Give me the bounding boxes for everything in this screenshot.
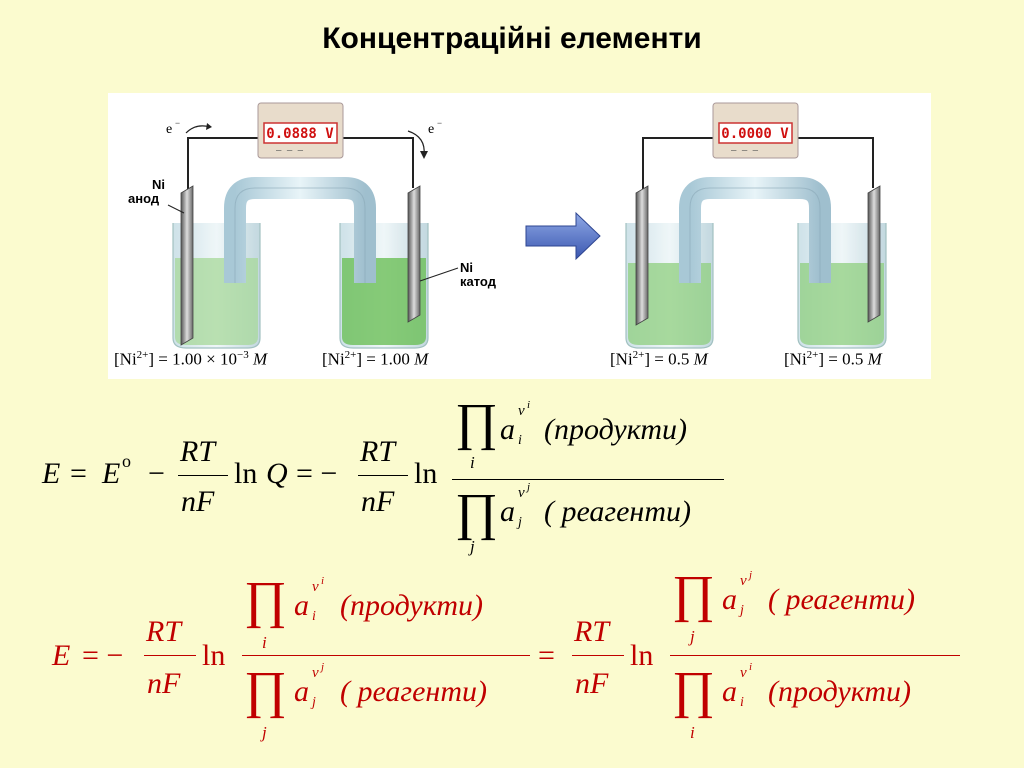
electron-left-label: e <box>166 122 172 137</box>
concentration-right-1: [Ni2+] = 0.5 M <box>610 349 708 369</box>
page-title: Концентраційні елементи <box>322 22 702 55</box>
cathode-label: Ni катод <box>460 260 496 289</box>
right-meter-reading: 0.0000 V <box>721 126 789 142</box>
equation-nernst-general: E = E o − RT nF ln Q = − RT nF ln ∏ i a … <box>0 395 1024 560</box>
concentration-right-2: [Ni2+] = 0.5 M <box>784 349 882 369</box>
transition-arrow <box>525 211 601 261</box>
wire-right <box>343 137 414 188</box>
voltmeter-display <box>263 122 338 144</box>
cell-diagram-svg: 0.0888 V — — — e − e − <box>166 102 887 349</box>
cathode-electrode <box>407 185 421 323</box>
svg-text:— — —: — — — <box>731 146 759 156</box>
concentration-left-1: [Ni2+] = 1.00 × 10−3 M <box>114 349 268 369</box>
right-cell: 0.0000 V — — — <box>625 102 887 349</box>
anode-electrode <box>180 185 194 346</box>
svg-text:— — —: — — — <box>276 146 304 156</box>
electron-right-label: e <box>428 122 434 137</box>
anode-label: Ni анод <box>128 177 165 206</box>
equation-nernst-expanded: E = − RT nF ln ∏ i a ν i i (продукти) ∏ … <box>0 565 1024 765</box>
left-meter-reading: 0.0888 V <box>266 126 334 142</box>
svg-text:−: − <box>437 118 442 128</box>
wire-left <box>187 137 258 203</box>
concentration-left-2: [Ni2+] = 1.00 M <box>322 349 429 369</box>
concentration-cell-figure: 0.0888 V — — — e − e − <box>108 93 931 379</box>
svg-text:−: − <box>175 118 180 128</box>
left-cell: 0.0888 V — — — e − e − <box>166 102 459 349</box>
